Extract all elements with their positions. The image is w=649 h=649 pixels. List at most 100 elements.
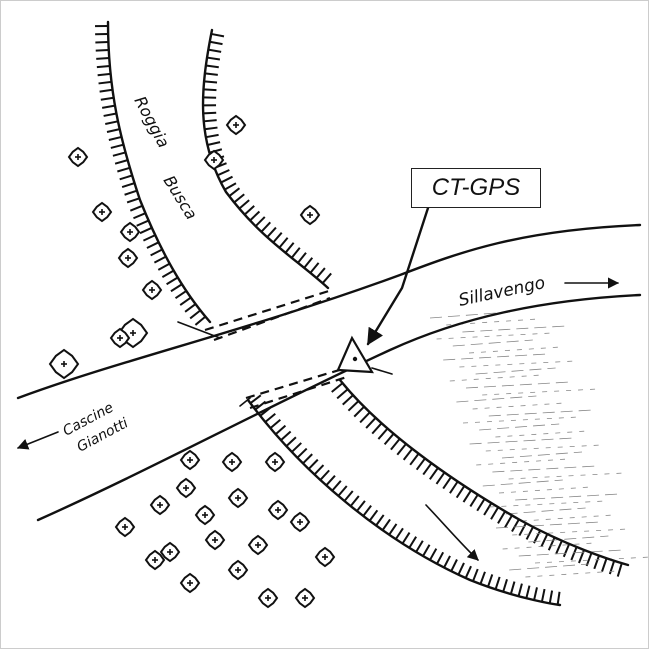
bank-tick	[593, 555, 600, 570]
bank-tick	[396, 443, 407, 456]
bank-tick	[509, 581, 516, 595]
bank-tick	[103, 112, 117, 117]
bank-tick	[101, 104, 116, 109]
bank-tick	[315, 267, 326, 279]
bank-tick	[136, 219, 149, 227]
bank-tick	[435, 471, 446, 485]
bank-tick	[297, 252, 307, 264]
bank-tick	[525, 585, 531, 599]
tree-icon	[289, 511, 311, 533]
bank-tick	[233, 193, 245, 204]
bank-tick	[119, 174, 133, 181]
bank-tick	[254, 216, 266, 227]
bank-tick	[266, 226, 277, 238]
tree-icon	[257, 587, 279, 609]
bank-tick	[290, 247, 301, 259]
bank-tick	[249, 394, 262, 404]
shade-line	[475, 367, 556, 375]
bank-tick	[356, 500, 366, 512]
bank-tick	[483, 502, 493, 516]
tree-icon	[227, 559, 249, 581]
bank-tick	[479, 571, 486, 585]
bank-tick	[264, 412, 276, 423]
tree-icon	[221, 451, 243, 473]
bank-tick	[142, 234, 156, 242]
shade-line	[482, 388, 599, 396]
bank-tick	[365, 417, 377, 429]
bank-tick	[517, 583, 523, 597]
shade-line	[492, 465, 597, 473]
bank-tick	[96, 64, 110, 69]
slope-shading	[429, 311, 649, 578]
bank-tick	[401, 531, 411, 545]
bank-tick	[497, 510, 506, 524]
tree-icon	[48, 348, 80, 380]
bank-tick	[146, 241, 160, 249]
triangle-marker-icon	[336, 335, 374, 374]
tree-icon	[114, 516, 136, 538]
bank-tick	[98, 80, 112, 85]
tree-icon	[117, 247, 139, 269]
tree-icon	[91, 201, 113, 223]
bank-tick	[272, 232, 283, 244]
bank-tick	[487, 574, 494, 588]
bank-tick	[150, 248, 163, 257]
bank-tick	[331, 480, 342, 492]
tree-icon	[267, 499, 289, 521]
shade-line	[436, 332, 553, 340]
tree-icon	[264, 451, 286, 473]
bank-tick	[166, 276, 179, 286]
bank-tick	[494, 576, 501, 590]
shade-line	[449, 374, 542, 382]
bank-tick	[556, 591, 561, 605]
bank-tick	[375, 514, 385, 527]
bank-tick	[217, 169, 230, 177]
shade-line	[534, 556, 649, 564]
bank-tick	[121, 182, 135, 188]
bank-tick	[368, 509, 379, 522]
bank-tick	[309, 262, 320, 274]
tree-icon	[141, 279, 163, 301]
road-south-edge	[36, 293, 642, 522]
shade-line	[509, 563, 590, 571]
lower-bridge-south	[249, 374, 351, 410]
bank-tick	[209, 40, 223, 46]
tree-icon	[149, 494, 171, 516]
shade-line	[452, 339, 533, 347]
road-label-east: Sillavengo	[457, 273, 547, 311]
bank-tick	[476, 498, 486, 512]
tree-icon	[227, 487, 249, 509]
lower-canal-left-bank	[246, 398, 562, 607]
shade-line	[521, 514, 614, 522]
tree-icon	[179, 449, 201, 471]
bank-tick	[260, 221, 272, 233]
bank-tick	[436, 551, 445, 565]
bank-tick	[254, 400, 267, 411]
bank-tick	[450, 559, 458, 572]
bank-tick	[462, 489, 472, 503]
bank-tick	[429, 548, 438, 561]
bank-tick	[184, 303, 197, 313]
bank-tick	[161, 269, 175, 278]
bank-tick	[525, 526, 534, 540]
bank-tick	[547, 537, 556, 551]
tree-group	[48, 114, 336, 609]
shade-line	[505, 507, 586, 515]
tree-icon	[67, 146, 89, 168]
bank-tick	[601, 557, 608, 572]
bank-tick	[95, 48, 109, 52]
bank-tick	[429, 467, 439, 480]
bank-tick	[390, 438, 401, 451]
bank-tick	[388, 523, 398, 536]
bank-tick	[415, 540, 424, 553]
bank-tick	[511, 518, 520, 533]
shade-line	[462, 416, 580, 424]
bank-tick	[449, 480, 459, 494]
bank-tick	[189, 309, 201, 320]
upper-bridge-south	[213, 296, 331, 342]
bank-tick	[402, 448, 414, 461]
bank-tick	[371, 422, 383, 435]
tree-icon	[179, 572, 201, 594]
bank-tick	[284, 242, 295, 254]
bank-tick	[608, 560, 616, 575]
